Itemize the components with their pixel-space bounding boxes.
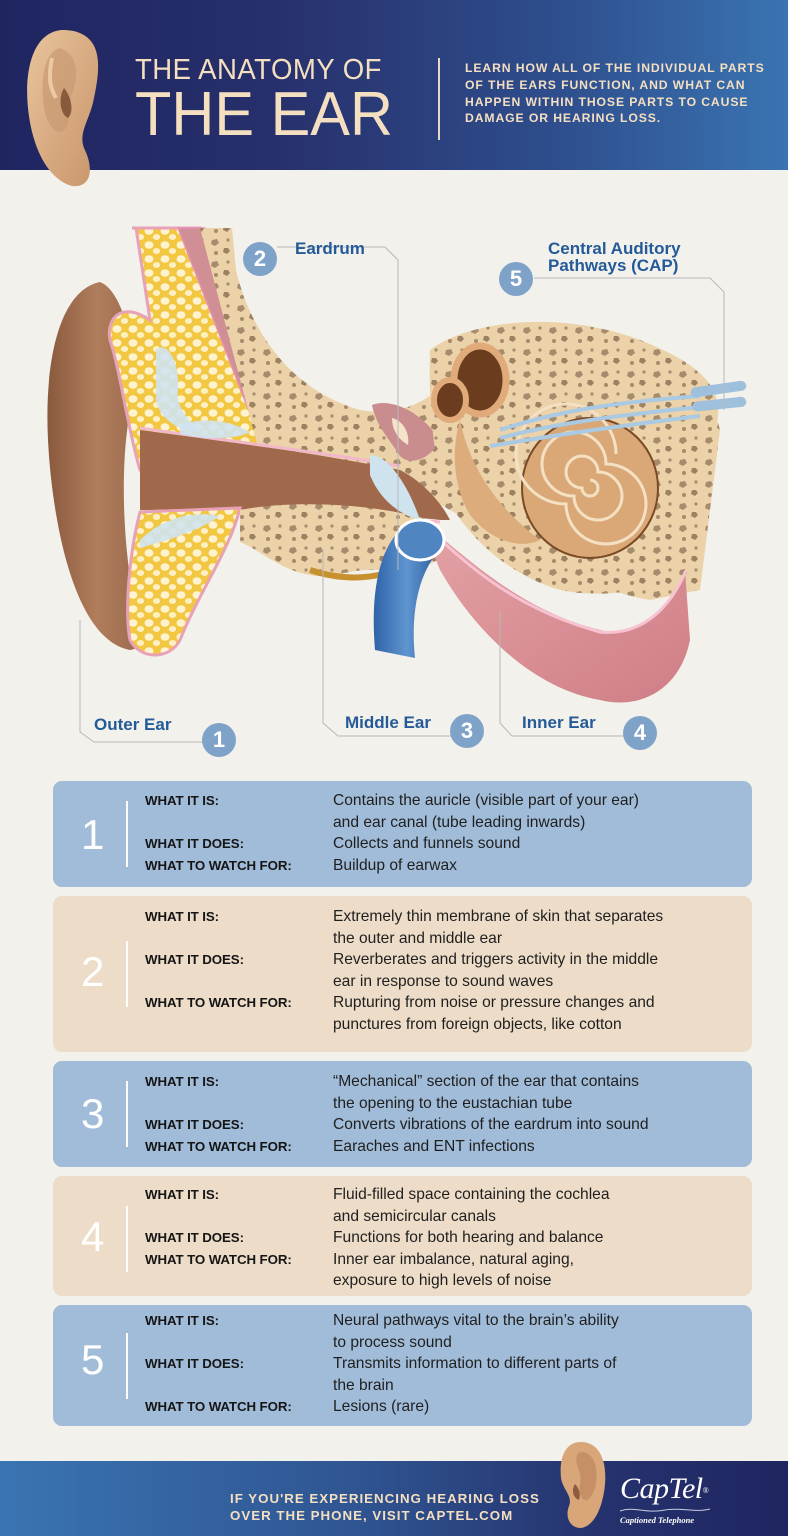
brand-tagline: Captioned Telephone: [620, 1515, 695, 1525]
page-title: THE ANATOMY OF THE EAR: [135, 54, 404, 149]
label-inner-ear[interactable]: Inner Ear: [522, 713, 596, 732]
info-card-inner-ear: 4 WHAT IT IS:Fluid-filled space containi…: [53, 1176, 752, 1296]
label-cap-line-1: Central Auditory: [548, 239, 681, 258]
card-divider: [126, 1081, 128, 1147]
label-middle-ear[interactable]: Middle Ear: [345, 713, 431, 732]
badge-5: 5: [499, 262, 533, 296]
card-divider: [126, 801, 128, 867]
card-rows: WHAT IT IS:Contains the auricle (visible…: [145, 790, 742, 876]
card-rows: WHAT IT IS:Extremely thin membrane of sk…: [145, 906, 742, 1035]
row-watch-for: WHAT TO WATCH FOR:Lesions (rare): [145, 1398, 430, 1415]
captel-logo[interactable]: CapTel® Captioned Telephone: [620, 1474, 710, 1525]
footer-banner: IF YOU'RE EXPERIENCING HEARING LOSS OVER…: [0, 1461, 788, 1536]
footer-cta[interactable]: IF YOU'RE EXPERIENCING HEARING LOSS OVER…: [230, 1491, 540, 1524]
info-card-middle-ear: 3 WHAT IT IS: “Mechanical” section of th…: [53, 1061, 752, 1167]
row-watch-for: WHAT TO WATCH FOR:Buildup of earwax: [145, 856, 457, 874]
row-what-it-is: WHAT IT IS:Contains the auricle (visible…: [145, 792, 639, 831]
card-rows: WHAT IT IS: “Mechanical” section of the …: [145, 1071, 742, 1157]
card-number: 3: [81, 1090, 105, 1137]
card-rows: WHAT IT IS:Neural pathways vital to the …: [145, 1310, 742, 1418]
header-divider: [438, 58, 440, 140]
row-what-it-does: WHAT IT DOES:Transmits information to di…: [145, 1355, 617, 1394]
row-what-it-does: WHAT IT DOES:Functions for both hearing …: [145, 1229, 604, 1246]
header-banner: THE ANATOMY OF THE EAR LEARN HOW ALL OF …: [0, 0, 788, 170]
label-outer-ear[interactable]: Outer Ear: [94, 715, 172, 734]
card-number: 4: [81, 1213, 105, 1260]
card-number: 2: [81, 948, 105, 995]
card-number: 5: [81, 1336, 105, 1383]
badge-2: 2: [243, 242, 277, 276]
wave-icon: [620, 1508, 710, 1512]
footer-line-2: OVER THE PHONE, VISIT CAPTEL.COM: [230, 1507, 514, 1523]
label-central-auditory-pathways[interactable]: Central Auditory Pathways (CAP): [548, 240, 681, 274]
row-what-it-does: WHAT IT DOES:Collects and funnels sound: [145, 835, 521, 852]
badge-4: 4: [623, 716, 657, 750]
row-watch-for: WHAT TO WATCH FOR:Inner ear imbalance, n…: [145, 1250, 574, 1290]
card-divider: [126, 1333, 128, 1399]
badge-1: 1: [202, 723, 236, 757]
card-divider: [126, 1206, 128, 1272]
label-cap-line-2: Pathways (CAP): [548, 256, 679, 275]
row-what-it-is: WHAT IT IS:Neural pathways vital to the …: [145, 1312, 619, 1351]
card-divider: [126, 941, 128, 1007]
title-line-2: THE EAR: [135, 80, 393, 149]
ear-icon: [27, 30, 99, 187]
footer-line-1: IF YOU'RE EXPERIENCING HEARING LOSS: [230, 1491, 540, 1506]
label-eardrum[interactable]: Eardrum: [295, 239, 365, 258]
badge-3: 3: [450, 714, 484, 748]
brand-name: CapTel®: [620, 1472, 709, 1505]
row-what-it-is: WHAT IT IS: “Mechanical” section of the …: [145, 1073, 639, 1112]
row-what-it-does: WHAT IT DOES:Reverberates and triggers a…: [145, 951, 659, 990]
info-card-cap: 5 WHAT IT IS:Neural pathways vital to th…: [53, 1305, 752, 1426]
info-card-outer-ear: 1 WHAT IT IS:Contains the auricle (visib…: [53, 781, 752, 887]
title-line-1: THE ANATOMY OF: [135, 54, 382, 86]
ear-icon: [560, 1442, 606, 1528]
row-what-it-is: WHAT IT IS:Fluid-filled space containing…: [145, 1186, 610, 1225]
card-number: 1: [81, 811, 105, 858]
row-watch-for: WHAT TO WATCH FOR:Earaches and ENT infec…: [145, 1137, 535, 1155]
info-card-eardrum: 2 WHAT IT IS:Extremely thin membrane of …: [53, 896, 752, 1052]
row-what-it-does: WHAT IT DOES:Converts vibrations of the …: [145, 1116, 649, 1133]
ear-anatomy-diagram: 2 Eardrum 5 Central Auditory Pathways (C…: [0, 170, 788, 770]
row-watch-for: WHAT TO WATCH FOR:Rupturing from noise o…: [145, 994, 655, 1033]
ear-cross-section-illustration: [47, 226, 747, 743]
header-subtitle: LEARN HOW ALL OF THE INDIVIDUAL PARTS OF…: [465, 61, 765, 126]
row-what-it-is: WHAT IT IS:Extremely thin membrane of sk…: [145, 908, 664, 947]
card-rows: WHAT IT IS:Fluid-filled space containing…: [145, 1184, 742, 1292]
